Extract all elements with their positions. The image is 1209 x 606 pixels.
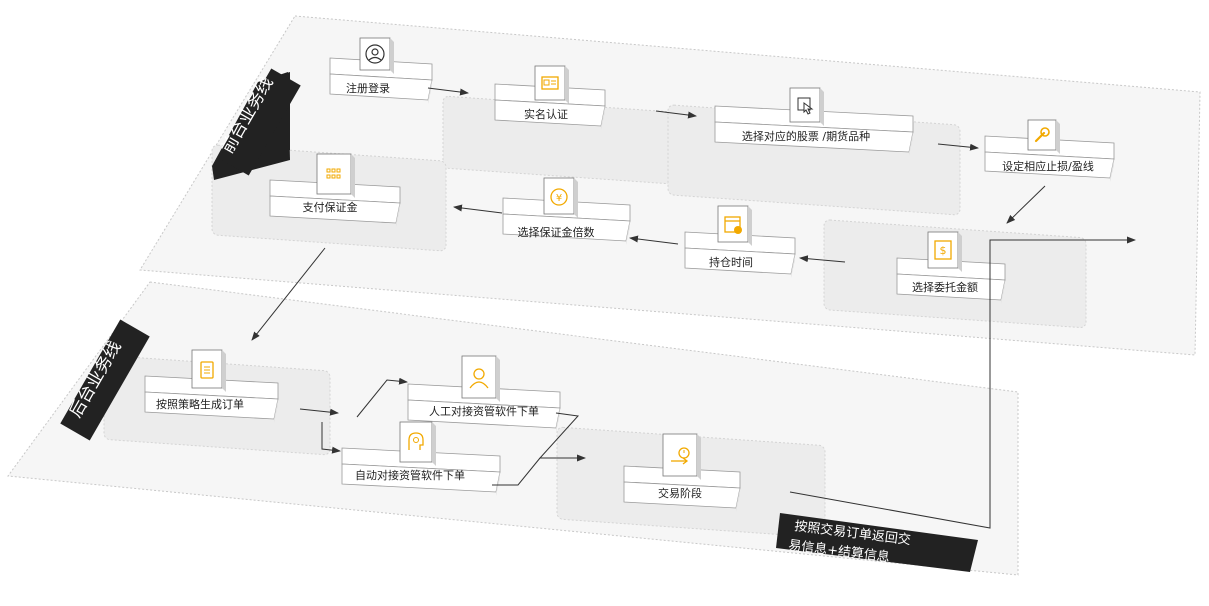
arrow-manual-to-trade <box>538 412 586 462</box>
arrow-auto-to-trade <box>492 457 541 486</box>
label-multiple: 选择保证金倍数 <box>518 225 595 239</box>
clock-arrow-icon <box>671 447 690 465</box>
node-auto: 自动对接资管软件下单 <box>341 421 501 496</box>
arrow-return-to-front <box>789 236 1136 529</box>
label-realname: 实名认证 <box>524 107 568 121</box>
robot-head-icon <box>408 432 424 450</box>
label-manual: 人工对接资管软件下单 <box>429 404 539 418</box>
arrow-realname-to-select <box>655 110 697 119</box>
arrow-split-to-manual <box>356 377 408 418</box>
arrow-multiple-to-pay <box>453 204 503 214</box>
svg-text:¥: ¥ <box>556 193 562 204</box>
label-stoploss: 设定相应止损/盈线 <box>1002 159 1094 173</box>
arrow-pay-to-order <box>251 247 326 341</box>
cursor-icon <box>797 97 814 115</box>
node-stoploss: 设定相应止损/盈线 <box>984 119 1115 182</box>
id-card-icon <box>541 76 559 90</box>
arrow-hold-to-multiple <box>629 235 679 245</box>
node-register: 注册登录 <box>329 37 433 104</box>
label-amount: 选择委托金额 <box>912 280 978 294</box>
node-pay: 支付保证金 <box>269 153 401 227</box>
label-pay: 支付保证金 <box>303 200 358 214</box>
node-hold: 持仓时间 <box>684 205 796 278</box>
node-multiple: ¥ 选择保证金倍数 <box>502 177 631 245</box>
dollar-icon: $ <box>934 240 952 260</box>
coin-icon: ¥ <box>550 188 568 206</box>
arrow-order-to-split <box>299 408 339 416</box>
wrench-icon <box>1034 127 1050 143</box>
person-icon <box>469 368 489 389</box>
label-order: 按照策略生成订单 <box>156 397 244 411</box>
calendar-icon <box>724 216 742 234</box>
label-register: 注册登录 <box>346 81 390 95</box>
node-amount: $ 选择委托金额 <box>896 231 1006 304</box>
svg-text:$: $ <box>940 244 947 257</box>
arrow-amount-to-hold <box>799 255 846 263</box>
arrow-stoploss-to-amount <box>1006 185 1046 224</box>
node-manual: 人工对接资管软件下单 <box>407 355 561 432</box>
grid-icon <box>326 168 341 179</box>
node-trade: 交易阶段 <box>623 433 741 512</box>
node-realname: 实名认证 <box>494 65 606 130</box>
label-auto: 自动对接资管软件下单 <box>355 468 465 482</box>
label-hold: 持仓时间 <box>709 255 753 269</box>
node-select-product: 选择对应的股票 /期货品种 <box>714 87 914 156</box>
label-select-product: 选择对应的股票 /期货品种 <box>742 129 870 143</box>
user-circle-icon <box>365 44 385 64</box>
arrow-split-to-auto <box>321 422 341 454</box>
arrow-select-to-stoploss <box>937 143 979 151</box>
flow-arrows <box>251 87 1136 529</box>
clipboard-icon <box>200 361 214 379</box>
label-trade: 交易阶段 <box>658 486 702 500</box>
node-order: 按照策略生成订单 <box>144 349 279 423</box>
arrow-register-to-realname <box>427 87 469 96</box>
